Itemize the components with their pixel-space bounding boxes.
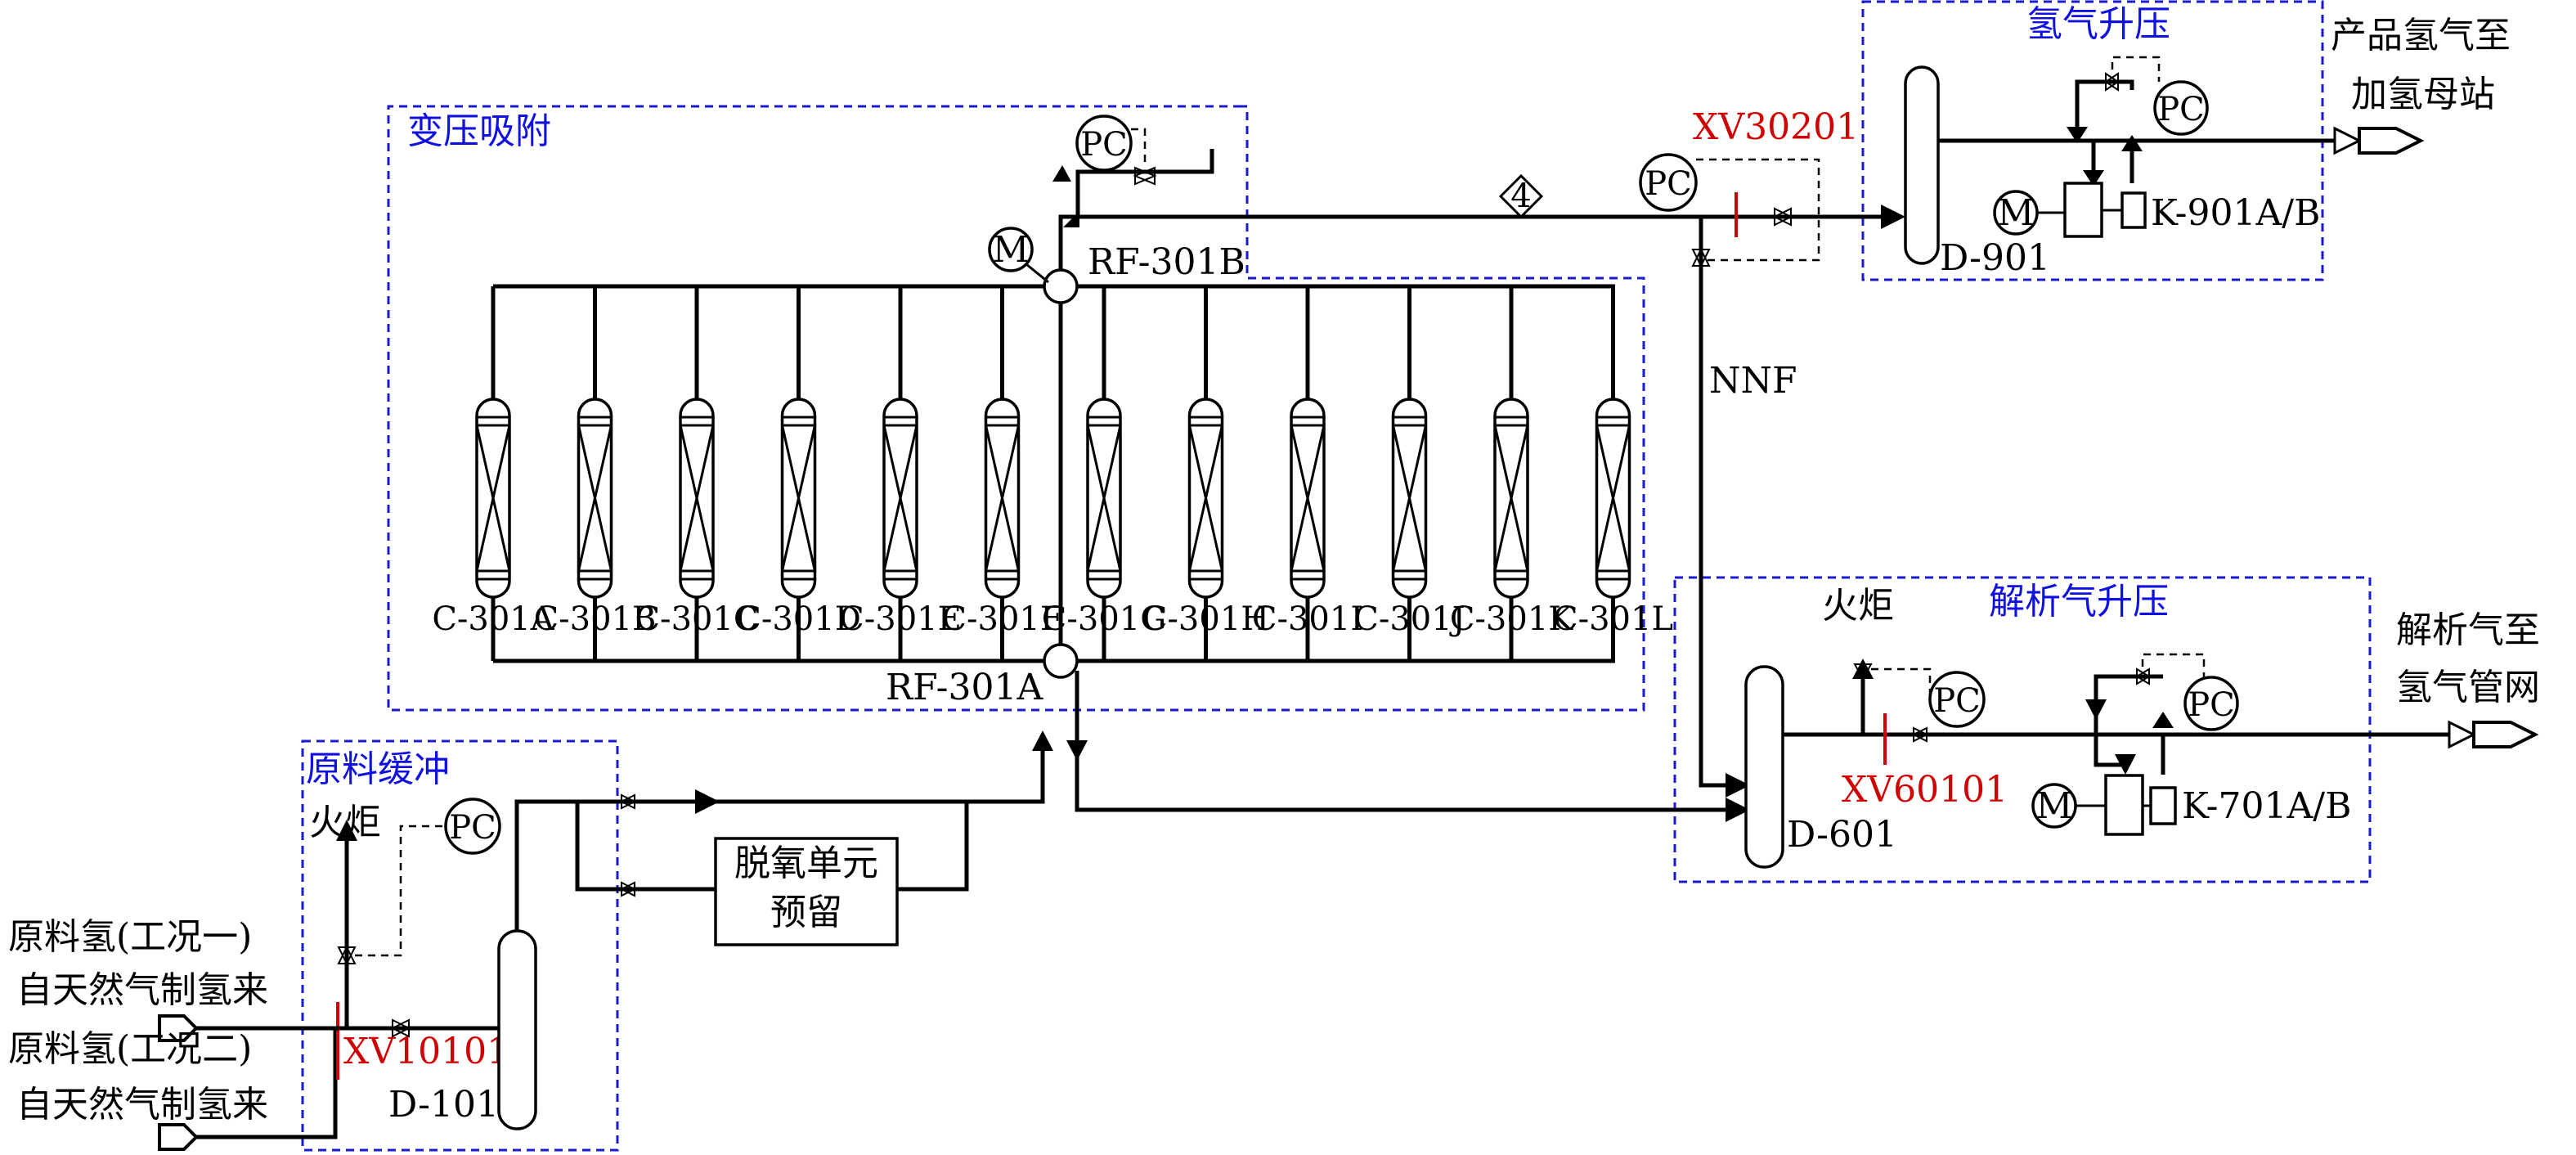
desorb-dest-line1: 解析气至 [2396,609,2540,651]
rf301b-label: RF-301B [1088,241,1245,283]
column-label: C-301J [1353,600,1465,638]
pc-icon: PC [1645,165,1692,203]
desorb-outlet: 火炬 PC XV60101 [1783,585,2539,811]
deox-line1: 脱氧单元 [734,843,878,884]
feed1-line2: 自天然气制氢来 [16,969,268,1011]
d101-outlet [514,730,1053,931]
xv10101-valve: XV10101 [336,1002,509,1080]
adsorption-column: C-301B [534,286,657,661]
xv30201-valve: PC XV30201 [1639,106,1859,262]
psa-section: 变压吸附 [387,105,1645,712]
motor-icon: M [1997,192,2034,234]
adsorption-column: C-301C [635,286,759,661]
rf301b-collector: RF-301B [1043,241,1245,304]
xv10101-label: XV10101 [343,1031,509,1072]
pc-icon: PC [449,809,496,847]
adsorption-column: C-301L [1553,286,1673,661]
feed-flare: 火炬 PC [309,798,501,1038]
deox-unit: 脱氧单元 预留 [714,802,969,946]
adsorption-column: C-301F [941,286,1063,661]
product-dest-line2: 加氢母站 [2351,74,2495,115]
feed-inlets: 原料氢(工况一) 自天然气制氢来 原料氢(工况二) 自天然气制氢来 [8,916,338,1151]
rf301b-motor: M [988,227,1049,284]
motor-icon: M [992,229,1029,271]
nnf-line: NNF [1691,217,1797,798]
column-label: C-301K [1450,600,1573,638]
k901-compressor: PC M K-901A/B [1938,56,2425,238]
k701-label: K-701A/B [2182,785,2351,827]
flare-label: 火炬 [309,802,381,843]
column-label: C-301E [839,600,962,638]
column-label: C-301I [1252,600,1363,638]
k701-compressor: PC M K-701A/B [2031,653,2351,836]
desorb-dest-line2: 氢气管网 [2396,667,2540,708]
feed-buffer-section: 原料缓冲 [301,739,619,1152]
desorb-line [1066,671,1750,822]
nnf-label: NNF [1709,360,1797,402]
adsorption-column: C-301J [1353,286,1465,661]
h2-boost-section-title: 氢气升压 [2026,3,2170,45]
adsorption-column: C-301A [432,286,555,661]
adsorption-column: C-301K [1450,286,1573,661]
adsorption-column: C-301D [736,286,861,661]
desorb-destination: 解析气至 氢气管网 [2396,609,2540,708]
motor-icon: M [2035,785,2072,827]
column-label: C-301A [432,600,554,638]
feed2-line2: 自天然气制氢来 [16,1084,268,1126]
d101-label: D-101 [388,1084,499,1126]
column-label: C-301C [635,600,758,638]
psa-section-title: 变压吸附 [407,110,551,152]
pc-icon: PC [2188,686,2235,724]
feed-buffer-section-title: 原料缓冲 [306,748,450,790]
adsorption-column: C-301I [1252,286,1363,661]
deox-line2: 预留 [770,892,842,933]
pc-icon: PC [1080,126,1128,164]
pc-icon: PC [1933,682,1981,720]
d601-label: D-601 [1787,814,1897,856]
d601-vessel: D-601 [1744,665,1897,869]
flare-label: 火炬 [1822,585,1894,627]
column-label: C-301H [1142,600,1269,638]
desorb-boost-section: 解析气升压 [1673,576,2372,883]
xv60101-label: XV60101 [1842,769,2008,811]
xv30201-label: XV30201 [1693,106,1859,148]
column-label: C-301F [941,600,1062,638]
d101-vessel: D-101 [388,929,537,1130]
desorb-boost-section-title: 解析气升压 [1989,581,2169,622]
product-h2-line: PC 4 [1052,115,1905,270]
product-dest-line1: 产品氢气至 [2331,15,2511,56]
feed1-line1: 原料氢(工况一) [8,916,252,958]
d901-vessel: D-901 [1904,65,2050,279]
rf301a-label: RF-301A [886,667,1044,708]
adsorption-column: C-301H [1142,286,1269,661]
stream-number: 4 [1510,178,1531,215]
column-label: C-301D [736,600,861,638]
rf301a-collector: RF-301A [886,643,1079,708]
product-h2-destination: 产品氢气至 加氢母站 [2331,15,2511,115]
adsorption-column: C-301E [839,286,962,661]
column-label: C-301L [1553,600,1673,638]
d901-label: D-901 [1940,237,2050,279]
column-label: C-301B [534,600,657,638]
feed2-line1: 原料氢(工况二) [8,1028,252,1070]
k901-label: K-901A/B [2151,192,2320,234]
pc-icon: PC [2157,91,2205,128]
